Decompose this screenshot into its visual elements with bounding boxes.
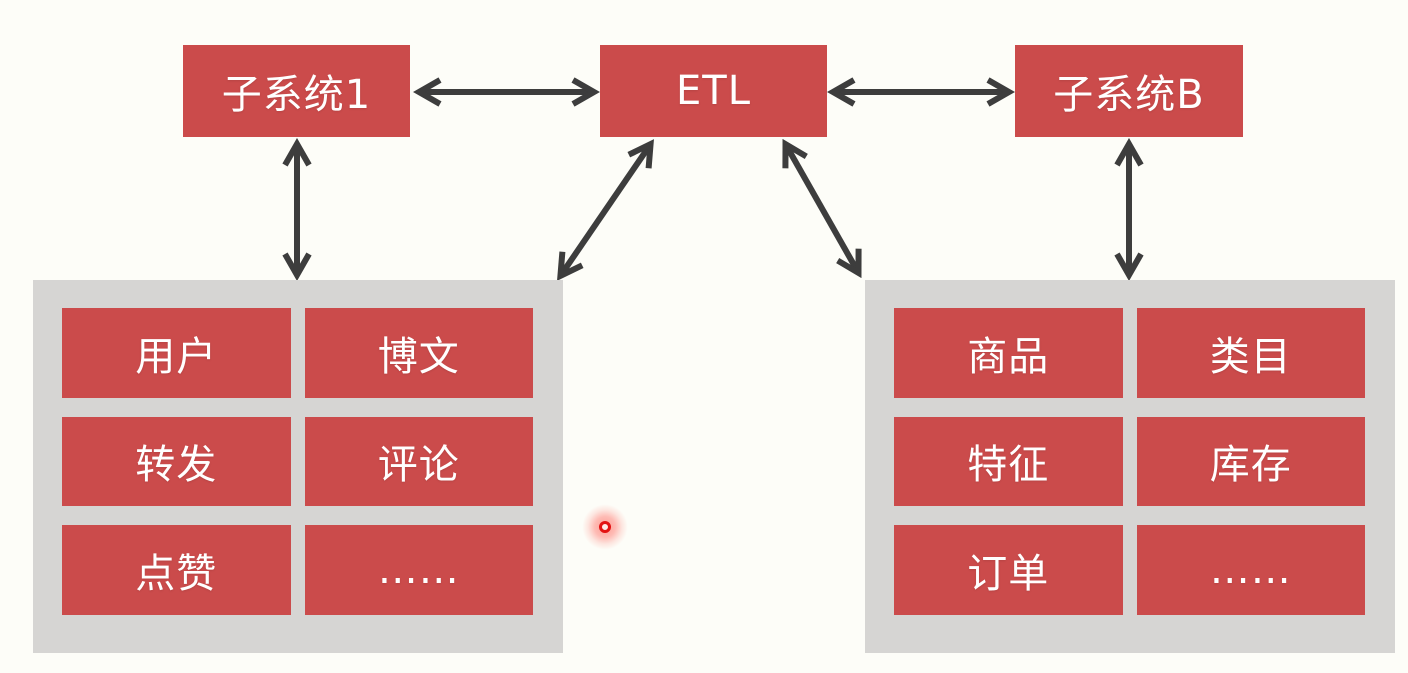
right-data-panel: 商品 类目 特征 库存 订单 …… — [865, 280, 1395, 653]
left-data-panel: 用户 博文 转发 评论 点赞 …… — [33, 280, 563, 653]
right-panel-item-orders: 订单 — [894, 525, 1123, 615]
arrow-etl-right-panel — [786, 145, 858, 272]
node-etl-label: ETL — [676, 68, 751, 114]
left-panel-item-comments: 评论 — [304, 416, 533, 507]
left-panel-item-ellipsis: …… — [304, 525, 533, 615]
right-panel-item-categories: 类目 — [1136, 308, 1365, 398]
right-panel-item-ellipsis: …… — [1136, 525, 1365, 615]
node-subsystemB: 子系统B — [1015, 45, 1243, 137]
laser-pointer-dot — [582, 504, 628, 550]
left-panel-item-posts: 博文 — [304, 308, 533, 398]
left-panel-item-likes: 点赞 — [62, 525, 291, 615]
node-subsystem1-label: 子系统1 — [221, 72, 372, 118]
laser-pointer-ring — [599, 521, 611, 533]
left-panel-item-reposts: 转发 — [62, 416, 291, 507]
node-subsystemB-label: 子系统B — [1053, 72, 1205, 118]
node-subsystem1: 子系统1 — [183, 45, 410, 137]
node-etl: ETL — [600, 45, 827, 137]
right-panel-item-inventory: 库存 — [1136, 416, 1365, 507]
right-panel-item-features: 特征 — [894, 416, 1123, 507]
right-panel-item-products: 商品 — [894, 308, 1123, 398]
left-panel-item-users: 用户 — [62, 308, 291, 398]
arrow-etl-left-panel — [561, 145, 650, 275]
